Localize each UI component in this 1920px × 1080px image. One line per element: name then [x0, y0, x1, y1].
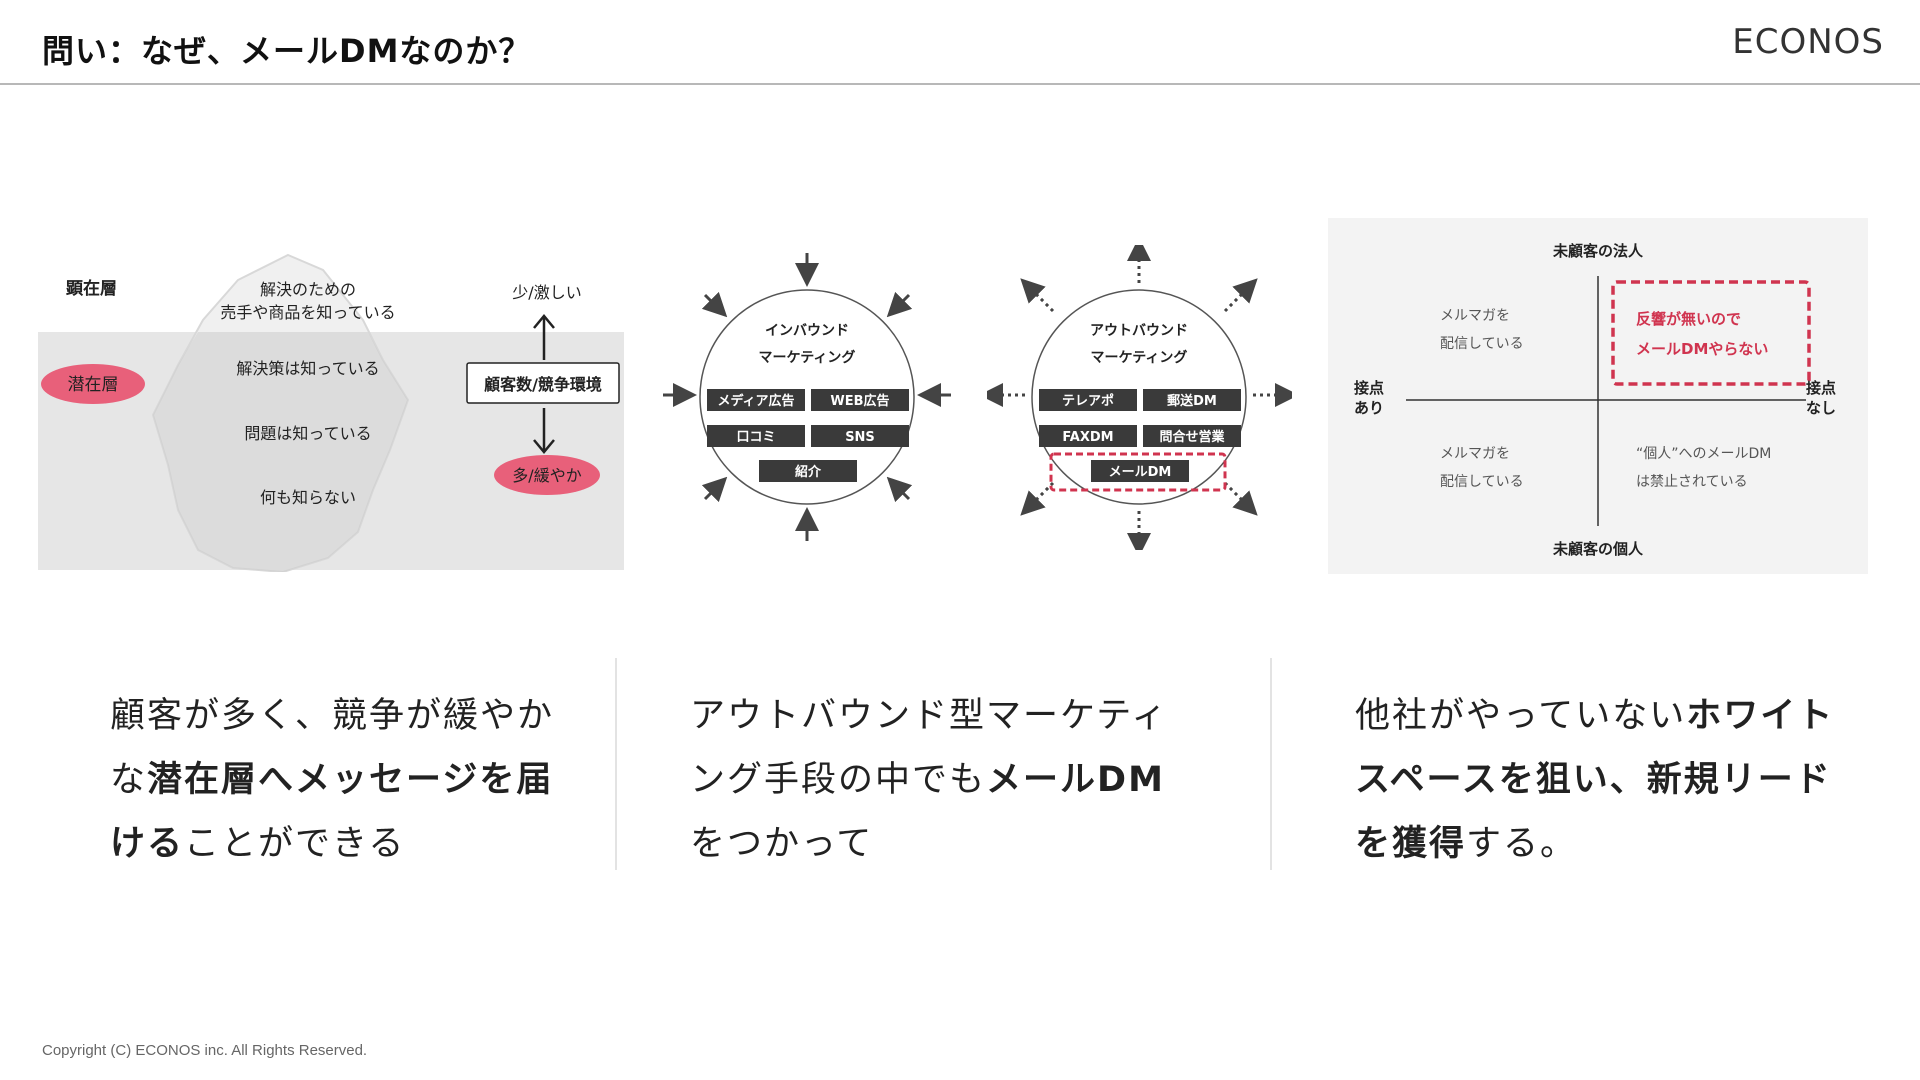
matrix-left-label-2: あり — [1354, 399, 1384, 417]
outbound-title-1: アウトバウンド — [1090, 323, 1188, 339]
middle-box-label: 顧客数/競争環境 — [484, 375, 602, 394]
caption1-line3b: ことができる — [184, 824, 405, 864]
caption-whitespace: 他社がやっていないホワイト スペースを狙い、新規リード を獲得する。 — [1355, 684, 1875, 876]
level1-line2: 売手や商品を知っている — [220, 303, 395, 322]
caption-divider-2 — [1270, 658, 1272, 870]
caption2-line2b: メールDM — [986, 760, 1165, 800]
bottom-label: 多/緩やか — [512, 466, 581, 485]
caption-iceberg: 顧客が多く、競争が緩やか な潜在層へメッセージを届 けることができる — [110, 684, 610, 876]
positioning-matrix: 未顧客の法人 未顧客の個人 接点 あり 接点 なし メルマガを 配信している 反… — [1328, 218, 1868, 574]
inbound-item-referral-label: 紹介 — [795, 464, 822, 480]
matrix-top-label: 未顧客の法人 — [1552, 242, 1644, 260]
level4-label: 何も知らない — [260, 488, 356, 507]
manifest-label: 顕在層 — [66, 278, 117, 299]
header: 問い：なぜ、メールDMなのか？ ECONOS — [0, 0, 1920, 84]
bl-line2: 配信している — [1440, 474, 1524, 490]
outbound-item-faxdm-label: FAXDM — [1062, 430, 1113, 445]
caption2-line1: アウトバウンド型マーケティ — [690, 696, 1168, 736]
inbound-item-media-label: メディア広告 — [717, 393, 794, 409]
inbound-item-web-label: WEB広告 — [830, 393, 889, 409]
inbound-title-1: インバウンド — [765, 323, 849, 339]
outbound-item-teleapo-label: テレアポ — [1062, 393, 1114, 409]
level3-label: 問題は知っている — [244, 424, 371, 443]
caption3-line1a: 他社がやっていない — [1355, 696, 1686, 736]
caption-outbound: アウトバウンド型マーケティ ング手段の中でもメールDM をつかって — [690, 684, 1210, 876]
tl-line1: メルマガを — [1440, 308, 1510, 324]
caption3-line1b: ホワイト — [1686, 696, 1834, 736]
iceberg-diagram: 顕在層 潜在層 解決のための 売手や商品を知っている 解決策は知っている 問題は… — [38, 250, 628, 572]
caption3-line2: スペースを狙い、新規リード — [1355, 760, 1832, 800]
header-divider — [0, 83, 1920, 85]
bl-line1: メルマガを — [1440, 446, 1510, 462]
top-label: 少/激しい — [512, 283, 581, 302]
outbound-diagram: アウトバウンド マーケティング テレアポ 郵送DM FAXDM 問合せ営業 メー… — [987, 245, 1292, 550]
matrix-right-label-2: なし — [1806, 399, 1836, 417]
caption1-line2a: な — [110, 760, 147, 800]
caption1-line3a: ける — [110, 824, 184, 864]
caption2-line3: をつかって — [690, 824, 873, 864]
latent-label: 潜在層 — [68, 375, 119, 395]
copyright: Copyright (C) ECONOS inc. All Rights Res… — [42, 1042, 367, 1059]
tl-line2: 配信している — [1440, 336, 1524, 352]
inbound-title-2: マーケティング — [759, 349, 856, 366]
inbound-diagram: インバウンド マーケティング メディア広告 WEB広告 口コミ SNS 紹介 — [655, 245, 960, 550]
caption3-line3a: を獲得 — [1355, 824, 1466, 864]
caption2-line2a: ング手段の中でも — [690, 760, 986, 800]
caption1-line1: 顧客が多く、競争が緩やか — [110, 696, 554, 736]
outbound-item-mail-dm-label: メールDM — [1109, 465, 1172, 480]
br-line2: は禁止されている — [1636, 474, 1748, 490]
inbound-item-sns-label: SNS — [845, 430, 875, 445]
caption1-line2b: 潜在層へメッセージを届 — [147, 760, 553, 800]
page-title: 問い：なぜ、メールDMなのか？ — [42, 26, 531, 72]
level1-line1: 解決のための — [260, 280, 356, 299]
tr-line2: メールDMやらない — [1636, 340, 1768, 358]
outbound-item-postal-dm-label: 郵送DM — [1167, 393, 1217, 409]
matrix-left-label-1: 接点 — [1354, 379, 1384, 397]
econos-logo: ECONOS — [1732, 22, 1884, 62]
br-line1: “個人”へのメールDM — [1636, 446, 1771, 462]
outbound-item-inquiry-label: 問合せ営業 — [1159, 429, 1225, 445]
matrix-right-label-1: 接点 — [1806, 379, 1836, 397]
caption3-line3b: する。 — [1466, 824, 1577, 864]
level2-label: 解決策は知っている — [236, 359, 379, 378]
outbound-title-2: マーケティング — [1091, 349, 1188, 366]
tr-line1: 反響が無いので — [1636, 310, 1741, 328]
matrix-bottom-label: 未顧客の個人 — [1552, 540, 1644, 558]
caption-divider-1 — [615, 658, 617, 870]
inbound-item-wom-label: 口コミ — [736, 430, 775, 445]
